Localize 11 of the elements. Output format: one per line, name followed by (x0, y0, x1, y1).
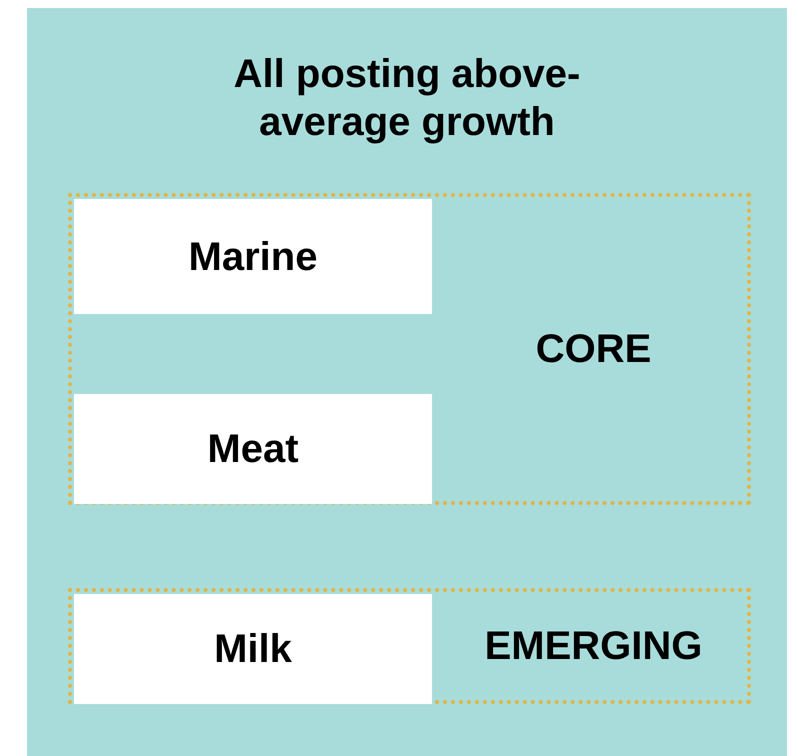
category-label: EMERGING (484, 623, 704, 670)
category-box (74, 199, 432, 314)
category-box (74, 394, 432, 504)
dotted-group-box (68, 193, 751, 505)
dotted-group-box (68, 588, 751, 704)
category-label: Meat (206, 426, 300, 473)
category-label: Milk (213, 626, 293, 673)
category-label: Marine (188, 234, 318, 280)
title: All posting above-average growth (232, 51, 582, 146)
category-label: CORE (534, 326, 652, 373)
category-box (74, 594, 432, 704)
